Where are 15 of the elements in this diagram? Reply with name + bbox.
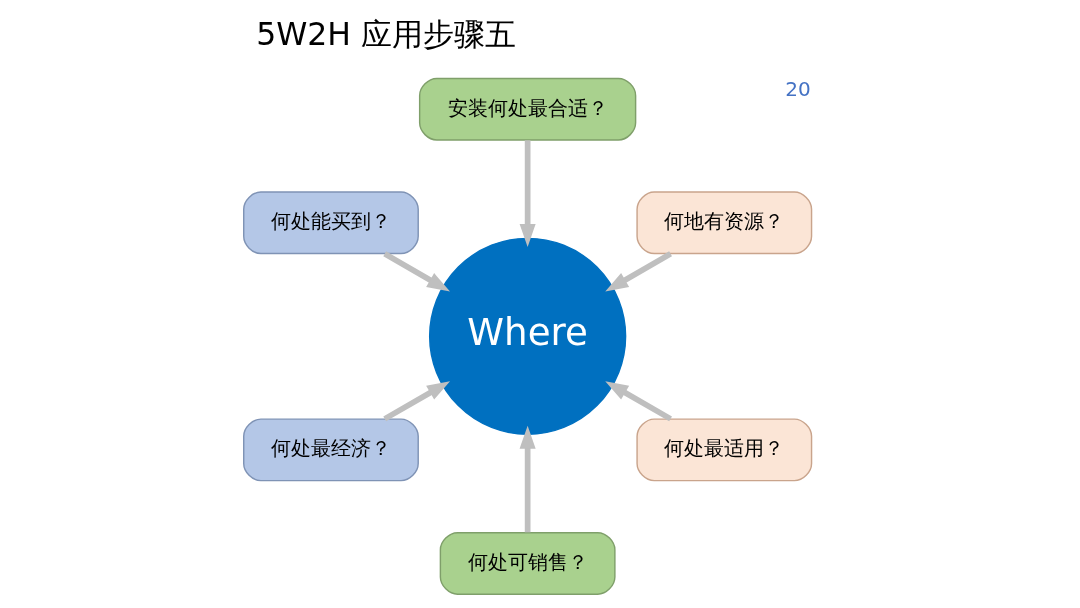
arrow xyxy=(519,425,536,533)
node-box: 何处可销售？ xyxy=(439,531,616,595)
node-box: 何处能买到？ xyxy=(242,191,419,255)
node-box: 何处最适用？ xyxy=(635,418,812,482)
node-box: 何地有资源？ xyxy=(635,191,812,255)
arrow xyxy=(519,140,536,247)
node-box: 安装何处最合适？ xyxy=(418,77,636,141)
diagram-title: 5W2H 应用步骤五 xyxy=(255,15,516,52)
arrow xyxy=(382,251,450,292)
node-box: 何处最经济？ xyxy=(242,418,419,482)
label: 20 xyxy=(784,76,811,101)
arrow xyxy=(604,381,672,422)
arrow xyxy=(604,251,672,292)
node-circle: Where xyxy=(428,237,626,435)
arrow xyxy=(382,381,450,422)
